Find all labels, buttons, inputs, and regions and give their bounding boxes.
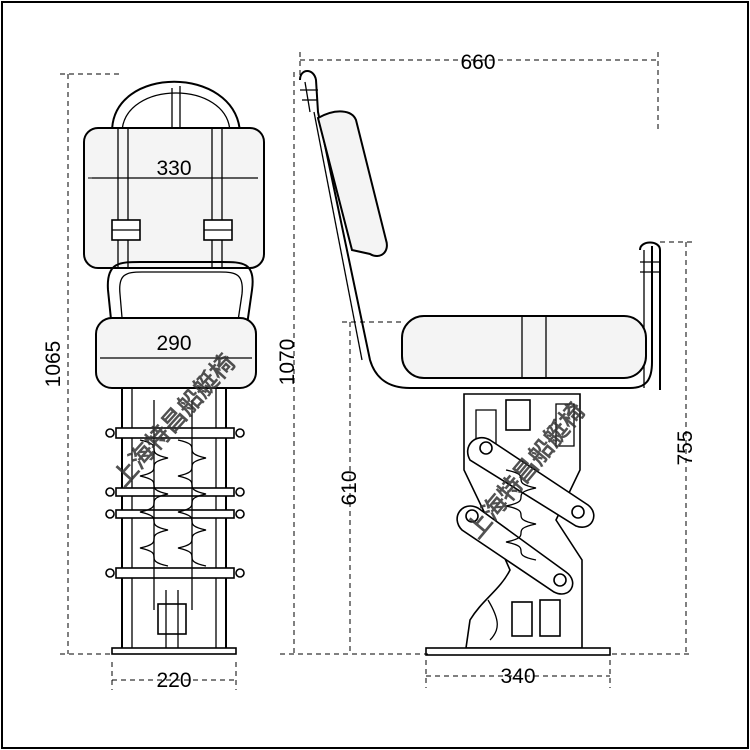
dim-front-seat-width: 290 [156, 332, 191, 355]
side-dimensions: 660 1070 610 755 340 [276, 51, 697, 688]
side-seat-cushion [401, 315, 647, 379]
front-left-spring [139, 400, 169, 610]
dim-side-depth: 660 [460, 51, 495, 74]
side-base-plate [425, 647, 611, 656]
front-seat-cushion [95, 317, 257, 389]
side-backrest-cushion [316, 110, 388, 258]
front-base-plate [111, 647, 237, 655]
dim-side-arm-height: 755 [674, 430, 697, 465]
dim-front-backrest-width: 330 [156, 157, 191, 180]
front-right-spring [177, 400, 207, 610]
front-backrest-cushion [83, 127, 265, 269]
dim-front-base-width: 220 [156, 669, 191, 692]
side-view [299, 70, 661, 656]
front-view [83, 80, 265, 655]
front-dimensions: 330 290 1065 220 [42, 73, 258, 692]
dim-side-base-depth: 340 [500, 665, 535, 688]
dim-side-seat-height: 610 [338, 470, 361, 505]
dim-front-height: 1065 [42, 341, 65, 388]
dim-side-height: 1070 [276, 339, 299, 386]
